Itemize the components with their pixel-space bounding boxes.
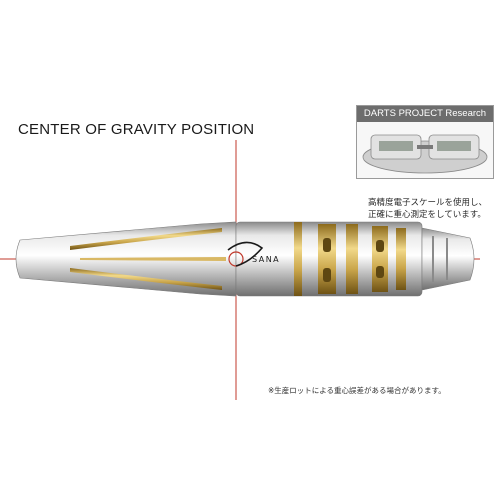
research-panel: DARTS PROJECT Research <box>356 105 494 179</box>
logo-swirl-icon <box>227 241 264 267</box>
research-caption: 高精度電子スケールを使用し、 正確に重心測定をしています。 <box>368 196 500 220</box>
research-panel-title: DARTS PROJECT Research <box>357 106 493 122</box>
electronic-scale-icon <box>362 134 488 174</box>
dart-logo-text: SANA <box>252 255 280 264</box>
caption-line-1: 高精度電子スケールを使用し、 <box>368 197 488 207</box>
footnote: ※生産ロットによる重心誤差がある場合があります。 <box>268 386 446 395</box>
page-title: CENTER OF GRAVITY POSITION <box>18 121 255 138</box>
caption-line-2: 正確に重心測定をしています。 <box>368 209 486 219</box>
